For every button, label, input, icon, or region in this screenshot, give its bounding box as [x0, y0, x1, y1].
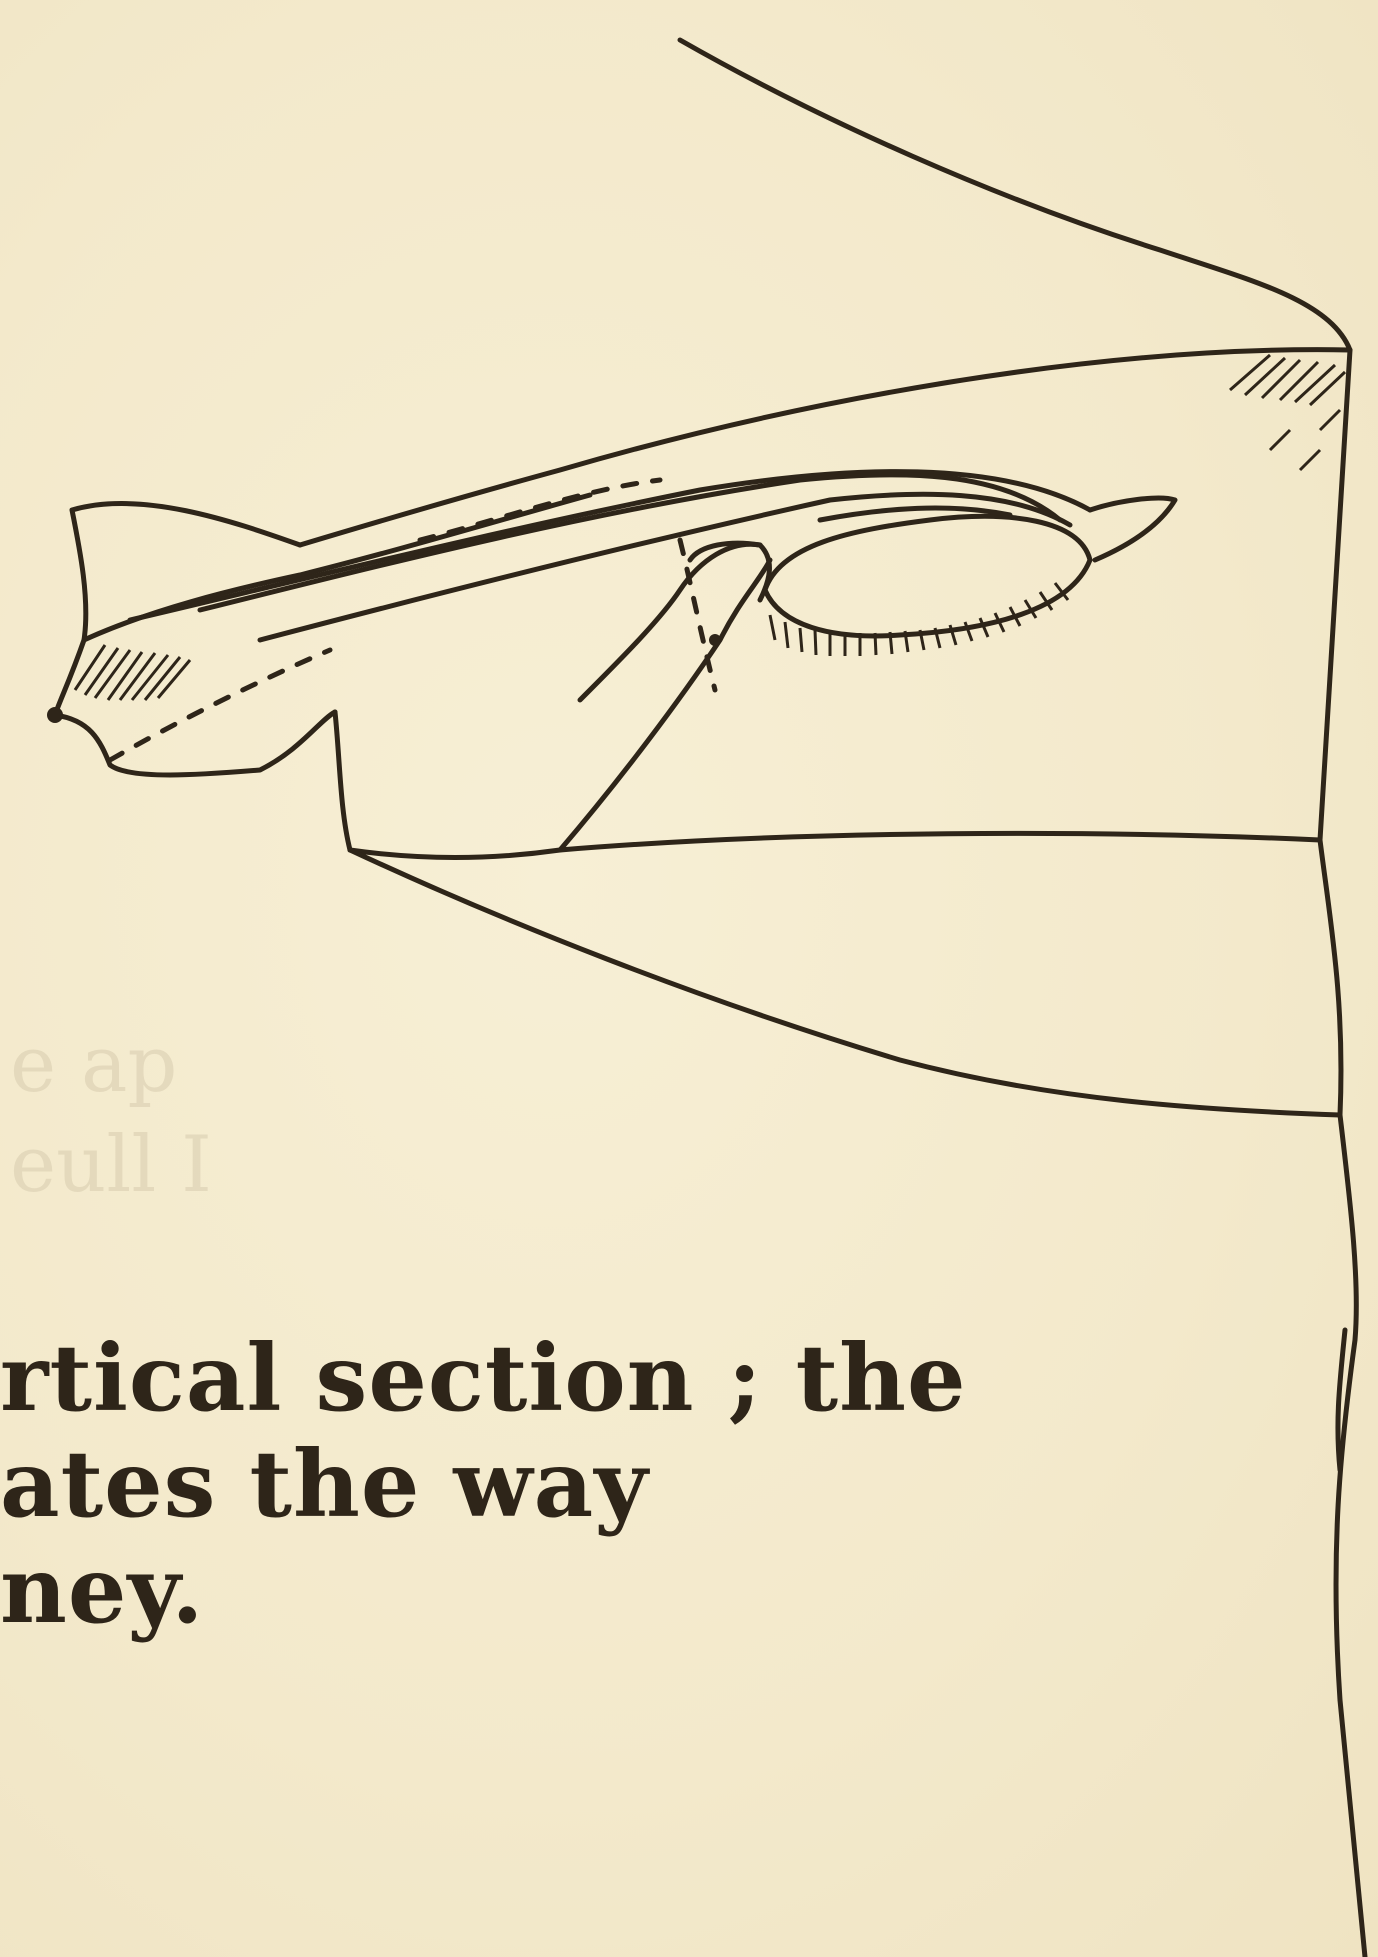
stalk-right — [560, 560, 770, 850]
dashed-line-column — [680, 540, 715, 690]
caption-line-1: rtical section ; the — [0, 1325, 967, 1431]
anther-fringe — [770, 583, 1068, 656]
lower-sepal-bottom — [350, 850, 1340, 1115]
column-left — [580, 544, 760, 700]
stalk-left — [335, 712, 350, 850]
right-hatching — [1230, 355, 1345, 470]
left-lip-lower — [55, 712, 335, 775]
stem-right — [1336, 1115, 1365, 1957]
left-tip-dot — [47, 707, 63, 723]
caption-line-2: ates the way — [0, 1431, 967, 1537]
lower-sepal-top — [560, 833, 1320, 850]
caption-line-3: ney. — [0, 1537, 967, 1643]
anther-ellipse — [765, 516, 1090, 636]
upper-outline — [680, 40, 1350, 350]
nectar-tube-tip — [1090, 498, 1175, 560]
column-top — [690, 543, 769, 600]
left-hatching — [75, 645, 190, 700]
lower-right-edge — [1320, 840, 1341, 1115]
figure-caption: rtical section ; the ates the way ney. — [0, 1325, 967, 1643]
column-dot — [709, 634, 721, 646]
petal-upper-edge — [300, 350, 1350, 545]
stalk-bottom — [350, 850, 560, 858]
